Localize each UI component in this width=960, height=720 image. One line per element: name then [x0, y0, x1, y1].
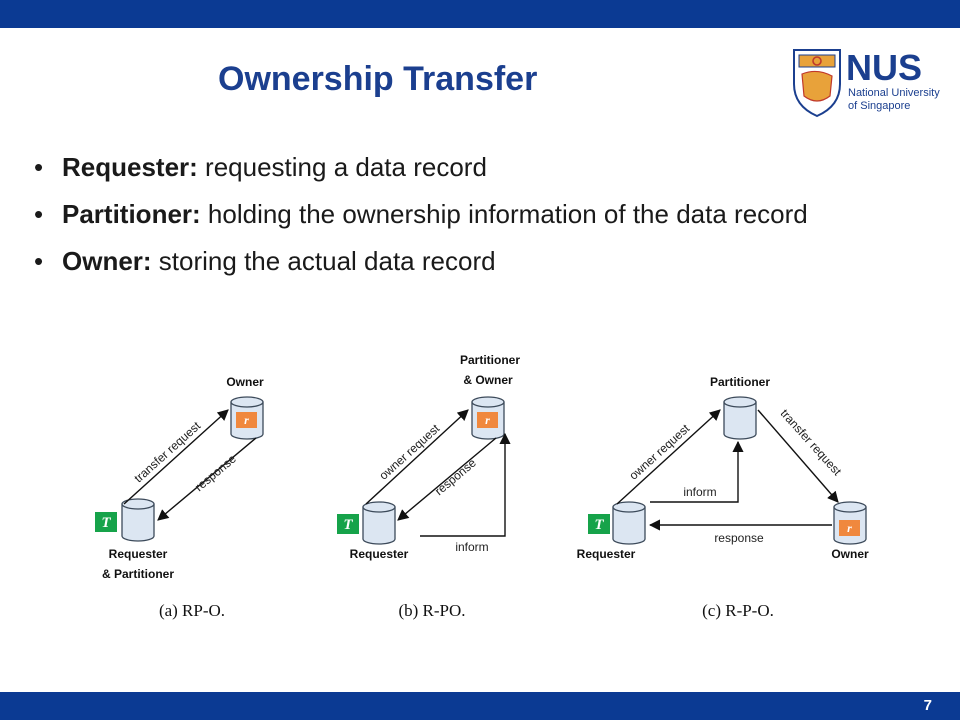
- c-owner-label: Owner: [831, 547, 869, 561]
- c-record-symbol: r: [847, 521, 852, 535]
- crest-lion-icon: [801, 70, 833, 102]
- b-caption: (b) R-PO.: [398, 601, 465, 620]
- a-transaction-icon: [95, 512, 117, 532]
- crest-book-icon: [798, 54, 836, 68]
- c-partitioner-label: Partitioner: [710, 375, 770, 389]
- c-transaction-icon: [588, 514, 610, 534]
- b-requester-label: Requester: [350, 547, 409, 561]
- b-owner-request-arrow: [365, 409, 469, 505]
- bullet-owner: • Owner: storing the actual data record: [34, 246, 808, 277]
- b-record-symbol: r: [485, 413, 490, 427]
- page-number: 7: [923, 697, 932, 714]
- a-response-arrow: [157, 437, 257, 521]
- bullet-list: • Requester: requesting a data record • Pa…: [34, 152, 808, 293]
- c-transaction-symbol: T: [594, 517, 604, 533]
- a-record-symbol: r: [244, 413, 249, 427]
- bullet-text: holding the ownership information of the…: [200, 199, 808, 229]
- b-transaction-icon: [337, 514, 359, 534]
- c-response-label: response: [714, 531, 764, 545]
- a-record-icon: [236, 412, 257, 428]
- b-response-arrow: [397, 437, 497, 521]
- c-caption: (c) R-P-O.: [702, 601, 774, 620]
- diagram-b: Partitioner & Owner r T Requester owner …: [337, 353, 520, 620]
- diagram-c: Partitioner T Requester r Owner owner re…: [577, 375, 869, 620]
- c-inform-arrow: [650, 440, 744, 503]
- c-owner-request-arrow: [616, 409, 721, 505]
- c-record-icon: [839, 520, 860, 536]
- bullet-term: Partitioner:: [62, 199, 201, 229]
- b-owner-label-1: Partitioner: [460, 353, 520, 367]
- nus-logo: NUS National University of Singapore: [793, 47, 940, 118]
- a-requester-label-2: & Partitioner: [102, 567, 174, 581]
- logo-name: NUS: [846, 47, 922, 88]
- bullet-dot-icon: •: [34, 246, 44, 276]
- bullet-term: Owner:: [62, 246, 152, 276]
- c-transfer-request-arrow: [757, 409, 839, 503]
- b-inform-arrow: [420, 432, 511, 537]
- c-partitioner-db-icon: [723, 396, 757, 440]
- logo-subtitle-1: National University: [848, 87, 940, 99]
- c-requester-db-icon: [612, 501, 646, 545]
- c-requester-label: Requester: [577, 547, 636, 561]
- b-transaction-symbol: T: [343, 517, 353, 533]
- b-response-label: response: [432, 456, 479, 499]
- b-record-icon: [477, 412, 498, 428]
- slide-title: Ownership Transfer: [218, 60, 538, 98]
- bullet-term: Requester:: [62, 152, 198, 182]
- a-transfer-request-arrow: [123, 409, 229, 505]
- bullet-dot-icon: •: [34, 152, 44, 182]
- a-transaction-symbol: T: [101, 515, 111, 531]
- c-transfer-request-label: transfer request: [778, 406, 845, 478]
- ownership-diagrams: Owner r T Requester & Partitioner transf…: [95, 353, 869, 620]
- a-requester-db-icon: [121, 498, 155, 542]
- logo-subtitle-2: of Singapore: [848, 100, 910, 112]
- a-response-label: response: [192, 452, 239, 495]
- a-caption: (a) RP-O.: [159, 601, 225, 620]
- c-owner-request-label: owner request: [626, 421, 692, 483]
- a-owner-label: Owner: [226, 375, 264, 389]
- diagram-a: Owner r T Requester & Partitioner transf…: [95, 375, 264, 620]
- bottom-bar: 7: [0, 692, 960, 720]
- bullet-dot-icon: •: [34, 199, 44, 229]
- b-owner-request-label: owner request: [376, 421, 442, 483]
- b-owner-label-2: & Owner: [463, 373, 513, 387]
- bullet-text: storing the actual data record: [151, 246, 496, 276]
- a-transfer-request-label: transfer request: [131, 418, 203, 485]
- c-inform-label: inform: [683, 485, 716, 499]
- bullet-requester: • Requester: requesting a data record: [34, 152, 808, 183]
- crest-ring-icon: [812, 56, 822, 66]
- bullet-partitioner: • Partitioner: holding the ownership info…: [34, 199, 808, 230]
- top-bar: [0, 0, 960, 28]
- b-inform-label: inform: [455, 540, 488, 554]
- a-requester-label-1: Requester: [109, 547, 168, 561]
- b-requester-db-icon: [362, 501, 396, 545]
- bullet-text: requesting a data record: [197, 152, 487, 182]
